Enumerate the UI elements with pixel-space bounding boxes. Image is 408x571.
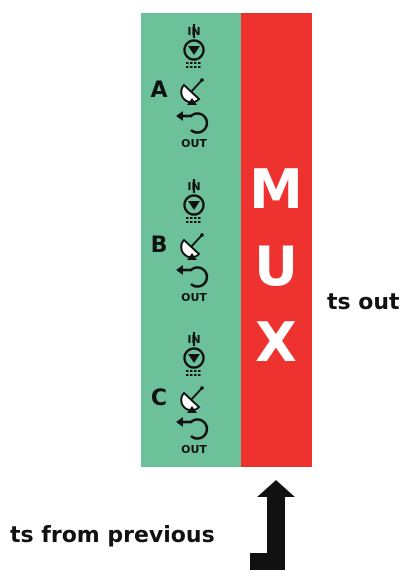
- channel-panel: [141, 13, 241, 467]
- ts-from-previous-label: ts from previous: [10, 523, 215, 548]
- elbow-up-arrow-icon: [250, 480, 295, 570]
- channel-b-out-label: OUT: [181, 291, 207, 304]
- ts-out-label: ts out: [327, 290, 400, 315]
- channel-b-letter: B: [151, 233, 168, 258]
- channel-c-letter: C: [151, 386, 167, 411]
- channel-a: IN A OUT: [150, 22, 209, 150]
- channel-a-letter: A: [150, 78, 167, 103]
- channel-c-out-label: OUT: [181, 443, 207, 456]
- channel-b: IN B OUT: [151, 177, 209, 304]
- channel-c: IN C OUT: [151, 330, 209, 456]
- mux-letter-x: X: [255, 311, 297, 374]
- channel-a-out-label: OUT: [181, 137, 207, 150]
- mux-panel: [241, 13, 312, 467]
- mux-letter-m: M: [249, 158, 303, 221]
- mux-letter-u: U: [254, 235, 298, 298]
